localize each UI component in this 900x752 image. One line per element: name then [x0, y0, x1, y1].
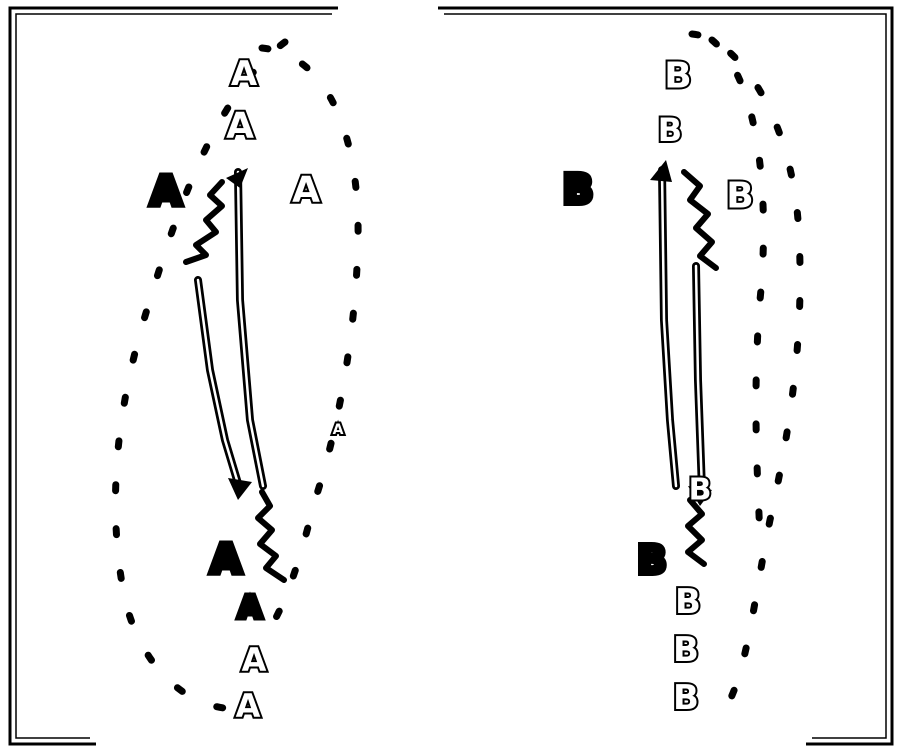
left-label-3: A: [151, 169, 182, 215]
left-dashed-loop: [111, 38, 362, 713]
right-label-9: B: [673, 678, 699, 718]
left-arrowhead-up: [226, 168, 248, 188]
left-label-8: A: [236, 687, 261, 725]
right-arrowhead-down: [688, 486, 712, 506]
right-arrows: [650, 160, 719, 567]
right-label-7: B: [675, 582, 701, 622]
right-label-6: B: [638, 538, 667, 582]
left-zigzag-lower: [255, 489, 287, 583]
right-label-1: B: [664, 56, 691, 97]
left-label-2: A: [226, 106, 254, 147]
right-dashed-loop: [688, 30, 804, 722]
left-zigzag-upper: [183, 179, 225, 265]
left-label-9: A: [333, 422, 344, 438]
right-zigzag-lower: [685, 497, 707, 567]
left-label-7: A: [242, 641, 267, 679]
left-label-5: A: [211, 537, 242, 583]
right-label-5: B: [689, 473, 712, 508]
right-label-3: B: [563, 167, 594, 213]
right-arrowhead-up: [650, 160, 672, 182]
right-panel-frame: [438, 6, 894, 746]
right-label-2: B: [658, 111, 682, 149]
left-panel-frame: [8, 6, 338, 746]
right-label-8: B: [673, 630, 699, 670]
left-label-1: A: [231, 54, 258, 94]
left-label-6: A: [238, 591, 262, 626]
right-zigzag-upper: [681, 169, 719, 271]
left-label-4: A: [292, 170, 320, 211]
left-labels: A A A A A A A A A: [148, 52, 346, 727]
left-arrows: [183, 168, 287, 583]
left-arrowhead-down: [228, 478, 252, 500]
right-labels: B B B B B B B B B: [560, 54, 756, 721]
right-label-4: B: [726, 176, 753, 217]
